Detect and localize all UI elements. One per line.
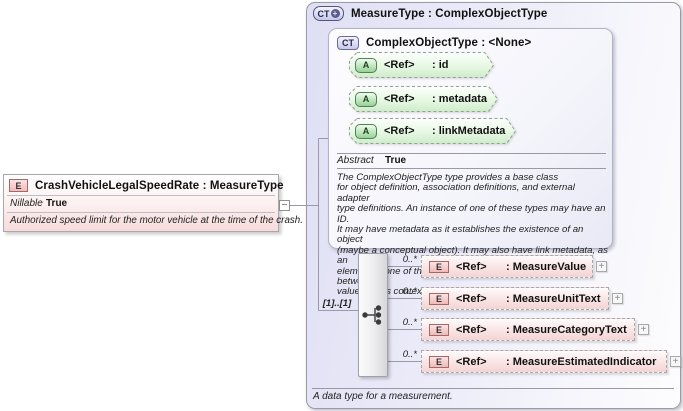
collapse-toggle[interactable]: −: [279, 200, 290, 211]
expand-toggle[interactable]: +: [596, 261, 607, 272]
attribute-metadata[interactable]: A <Ref> : metadata: [349, 86, 498, 112]
attribute-linkmetadata[interactable]: A <Ref> : linkMetadata: [349, 118, 516, 144]
abstract-value: True: [385, 155, 407, 166]
divider: [7, 195, 275, 196]
root-element-description: Authorized speed limit for the motor veh…: [10, 215, 303, 226]
attribute-icon: A: [355, 91, 377, 107]
ref-label: <Ref>: [456, 323, 487, 336]
element-icon: E: [429, 355, 449, 368]
occurs-label: 0..*: [402, 349, 417, 360]
attribute-name: : metadata: [432, 93, 488, 105]
element-name: : MeasureCategoryText: [506, 323, 627, 336]
divider: [337, 168, 606, 169]
attribute-icon: A: [355, 123, 377, 139]
nillable-label: Nillable: [10, 198, 43, 209]
ref-label: <Ref>: [456, 355, 487, 368]
occurs-label: 0..*: [402, 286, 417, 297]
abstract-label: Abstract: [337, 155, 374, 166]
element-icon: E: [429, 292, 449, 305]
ref-label: <Ref>: [384, 59, 415, 71]
sequence-indicator[interactable]: [358, 253, 388, 377]
attribute-id[interactable]: A <Ref> : id: [349, 52, 494, 78]
complex-type-derived-icon: CT+: [313, 6, 344, 21]
element-icon: E: [9, 179, 28, 192]
complex-object-type-title: ComplexObjectType : <None>: [366, 37, 532, 49]
divider: [312, 388, 674, 389]
element-name: : MeasureEstimatedIndicator: [506, 355, 657, 368]
occurs-label: 0..*: [402, 317, 417, 328]
measure-type-header: CT+ MeasureType : ComplexObjectType: [313, 6, 547, 21]
root-element-box[interactable]: E CrashVehicleLegalSpeedRate : MeasureTy…: [3, 174, 303, 232]
expand-toggle[interactable]: +: [638, 324, 649, 335]
element-name: : MeasureValue: [506, 260, 587, 273]
measure-type-title: MeasureType : ComplexObjectType: [351, 7, 548, 20]
expand-toggle[interactable]: +: [612, 293, 623, 304]
attribute-name: : linkMetadata: [432, 125, 506, 137]
root-element-title: CrashVehicleLegalSpeedRate : MeasureType: [35, 179, 284, 192]
ref-label: <Ref>: [456, 292, 487, 305]
complex-type-icon: CT: [337, 36, 359, 50]
element-measure-category-text[interactable]: E <Ref> : MeasureCategoryText: [421, 318, 635, 341]
plus-badge-icon: +: [330, 9, 340, 18]
element-measure-estimated-indicator[interactable]: E <Ref> : MeasureEstimatedIndicator: [421, 350, 667, 373]
divider: [7, 212, 275, 213]
attribute-name: : id: [432, 59, 449, 71]
divider: [337, 153, 606, 154]
expand-toggle[interactable]: +: [670, 356, 681, 367]
element-icon: E: [429, 323, 449, 336]
element-icon: E: [429, 260, 449, 273]
ref-label: <Ref>: [456, 260, 487, 273]
element-name: : MeasureUnitText: [506, 292, 601, 305]
ref-label: <Ref>: [384, 93, 415, 105]
occurs-label: 0..*: [402, 254, 417, 265]
measure-type-documentation: A data type for a measurement.: [313, 391, 453, 402]
element-measure-value[interactable]: E <Ref> : MeasureValue: [421, 255, 593, 278]
nillable-value: True: [46, 198, 68, 209]
sequence-cardinality: [1]..[1]: [322, 298, 352, 309]
element-measure-unit-text[interactable]: E <Ref> : MeasureUnitText: [421, 287, 609, 310]
attribute-icon: A: [355, 57, 377, 73]
sequence-icon: [362, 305, 382, 325]
ref-label: <Ref>: [384, 125, 415, 137]
